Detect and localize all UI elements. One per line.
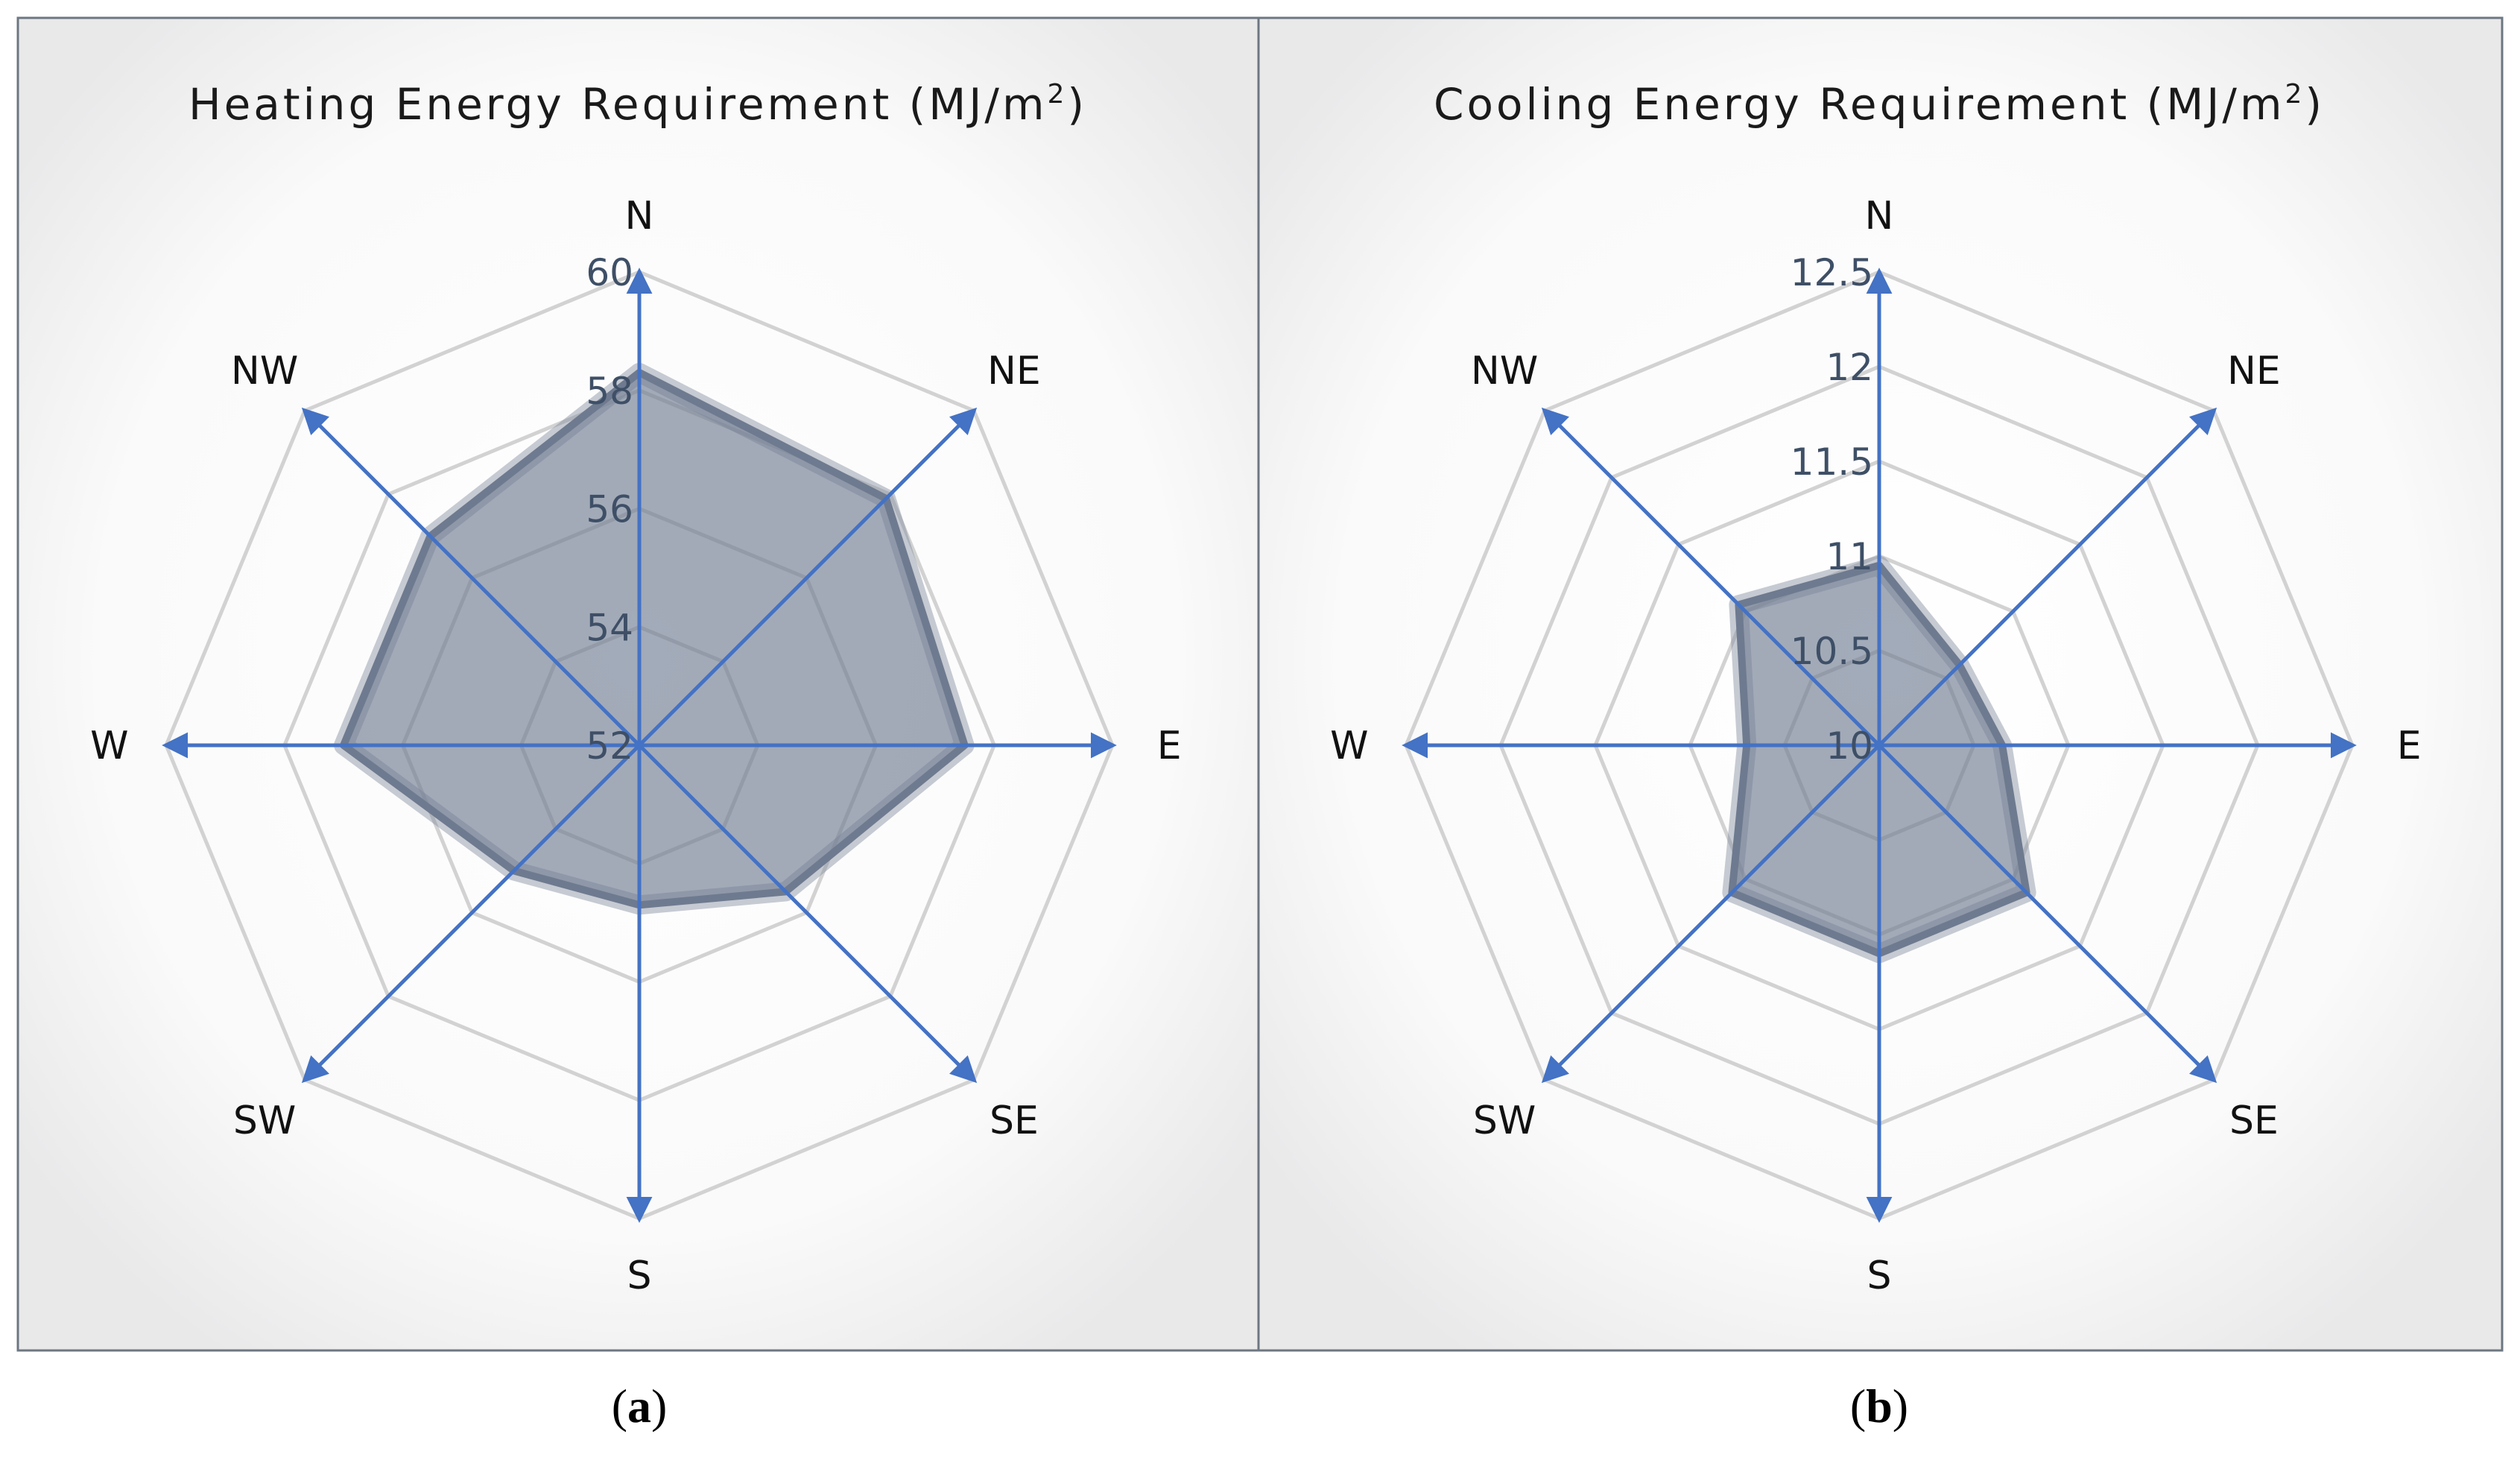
- axis-arrow-se: [638, 744, 978, 1084]
- axis-label-se: SE: [990, 1099, 1039, 1143]
- panel-a-title-text: Heating Energy Requirement (MJ/m: [189, 79, 1047, 130]
- panel-a-title: Heating Energy Requirement (MJ/m2): [189, 79, 1087, 130]
- panel-b: Cooling Energy Requirement (MJ/m2) N NE E S…: [1259, 18, 2502, 1350]
- axis-label-w: W: [90, 724, 128, 768]
- axis-label-nw: NW: [231, 349, 298, 394]
- panel-b-title: Cooling Energy Requirement (MJ/m2): [1434, 79, 2325, 130]
- tick-label: 10.5: [1791, 630, 1873, 673]
- axis-label-e: E: [1157, 724, 1182, 768]
- axis-arrow-nw: [1541, 407, 1881, 747]
- panel-a-title-suffix: ): [1067, 79, 1087, 130]
- panel-a-title-superscript: 2: [1047, 79, 1067, 110]
- axis-arrow-sw: [1541, 744, 1881, 1084]
- figure-frame: [16, 16, 2504, 1352]
- panel-a: Heating Energy Requirement (MJ/m2) N NE E S…: [18, 18, 1259, 1350]
- axis-label-n: N: [1865, 194, 1894, 238]
- panel-b-caption: (b): [1850, 1380, 1908, 1432]
- axis-arrow-se: [1878, 744, 2217, 1084]
- tick-label: 11.5: [1791, 440, 1873, 484]
- radar-chart-cooling: N NE E SE S SW W NW 10 10.5 11 11.5 12 12.5: [1330, 194, 2422, 1298]
- axis-label-ne: NE: [2227, 349, 2281, 394]
- panel-b-title-superscript: 2: [2285, 79, 2305, 110]
- axis-label-s: S: [627, 1254, 651, 1298]
- axis-arrow-ne: [638, 407, 978, 747]
- panel-a-caption: (a): [612, 1380, 668, 1432]
- tick-label: 56: [586, 488, 633, 531]
- tick-label: 58: [586, 370, 633, 413]
- axis-label-ne: NE: [987, 349, 1041, 394]
- radar-chart-heating: N NE E SE S SW W NW 52 54 56 58 60: [90, 194, 1182, 1298]
- axis-arrow-ne: [1878, 407, 2217, 747]
- axis-arrow-sw: [301, 744, 641, 1084]
- axis-label-sw: SW: [233, 1099, 296, 1143]
- axis-arrow-nw: [301, 407, 641, 747]
- panel-a-caption-letter: a: [627, 1380, 651, 1432]
- axis-label-n: N: [625, 194, 654, 238]
- tick-label: 10: [1826, 724, 1873, 768]
- panel-b-title-suffix: ): [2305, 79, 2325, 130]
- axis-label-e: E: [2397, 724, 2422, 768]
- axis-label-sw: SW: [1473, 1099, 1536, 1143]
- tick-label: 54: [586, 606, 633, 649]
- tick-label: 12: [1826, 346, 1873, 389]
- panel-b-title-text: Cooling Energy Requirement (MJ/m: [1434, 79, 2285, 130]
- axis-label-s: S: [1867, 1254, 1891, 1298]
- panel-b-caption-letter: b: [1866, 1380, 1893, 1432]
- axis-label-se: SE: [2229, 1099, 2279, 1143]
- tick-label: 60: [586, 251, 633, 294]
- tick-label: 11: [1826, 535, 1873, 578]
- axis-label-nw: NW: [1471, 349, 1538, 394]
- tick-label: 12.5: [1791, 251, 1873, 294]
- tick-label: 52: [586, 724, 633, 768]
- axis-label-w: W: [1330, 724, 1368, 768]
